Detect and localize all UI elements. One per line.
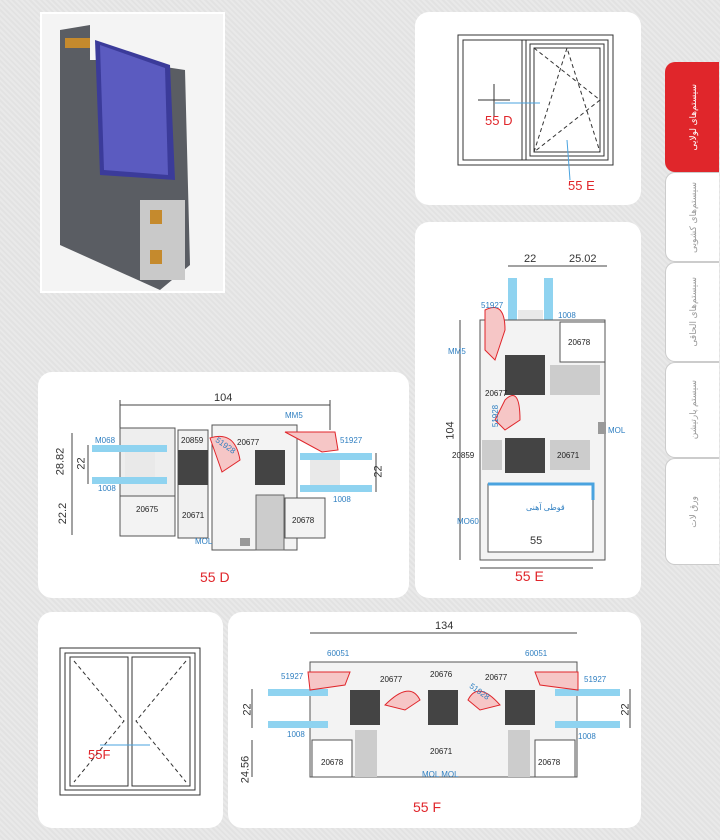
- dim-22-right: 22: [619, 703, 632, 716]
- part-20677: 20677: [485, 389, 508, 398]
- dim-depth: 55: [530, 535, 543, 547]
- tab-hinged-systems[interactable]: سیستم‌های لولایی: [665, 62, 719, 172]
- window-profile-photo: [40, 12, 225, 293]
- part-20671: 20671: [182, 511, 205, 520]
- part-20676: 20676: [430, 670, 453, 679]
- part-20677: 20677: [237, 438, 260, 447]
- part-20677: 20677: [485, 673, 508, 682]
- overview-label-55d: 55 D: [485, 113, 513, 128]
- part-mm5: MM5: [285, 411, 303, 420]
- part-1008: 1008: [287, 730, 305, 739]
- part-20671: 20671: [430, 747, 453, 756]
- part-mol: MOL: [195, 537, 213, 546]
- dim-28-82: 28.82: [54, 447, 67, 476]
- section-card-55d: [38, 372, 409, 598]
- dim-height: 104: [444, 421, 457, 440]
- part-20678: 20678: [321, 758, 344, 767]
- tab-partition-system[interactable]: سیستم پارتیشن: [665, 362, 719, 458]
- part-51928: 51928: [491, 404, 501, 428]
- dim-22-right: 22: [372, 465, 385, 478]
- overview-label-55f: 55F: [88, 747, 111, 762]
- dim-22-2: 22.2: [57, 502, 70, 525]
- part-20678: 20678: [568, 338, 591, 347]
- tab-label: سیستم‌های الحاقی: [687, 277, 698, 347]
- overview-card-de: [415, 12, 641, 205]
- part-60051: 60051: [525, 649, 548, 658]
- tab-label: سیستم‌های کشویی: [687, 181, 698, 253]
- part-20678: 20678: [292, 516, 315, 525]
- tab-sheet[interactable]: ورق لات: [665, 458, 719, 565]
- part-steel-box: قوطی آهنی: [526, 503, 565, 512]
- caption-55e: 55 E: [515, 568, 544, 584]
- part-20859: 20859: [181, 436, 204, 445]
- dim-width: 134: [435, 620, 454, 632]
- overview-card-f: [38, 612, 223, 828]
- overview-label-55e: 55 E: [568, 178, 595, 193]
- dim-width: 104: [214, 392, 233, 404]
- dim-24-56: 24.56: [239, 755, 252, 784]
- dim-22-left: 22: [241, 703, 254, 716]
- part-1008: 1008: [578, 732, 596, 741]
- part-20678: 20678: [538, 758, 561, 767]
- tab-label: سیستم پارتیشن: [687, 380, 698, 440]
- part-51927: 51927: [340, 436, 363, 445]
- part-1008: 1008: [98, 484, 116, 493]
- section-card-55e: [415, 222, 641, 598]
- part-1008: 1008: [333, 495, 351, 504]
- part-51927: 51927: [481, 301, 504, 310]
- section-card-55f: [228, 612, 641, 828]
- tab-label: ورق لات: [687, 495, 698, 528]
- tab-additional-systems[interactable]: سیستم‌های الحاقی: [665, 262, 719, 362]
- caption-55f: 55 F: [413, 799, 442, 815]
- dim-22: 22: [75, 457, 88, 470]
- part-60051: 60051: [327, 649, 350, 658]
- dim-offset: 25.02: [569, 253, 597, 265]
- part-1008: 1008: [558, 311, 576, 320]
- part-mol: MOL: [608, 426, 626, 435]
- tab-sliding-systems[interactable]: سیستم‌های کشویی: [665, 172, 719, 262]
- dim-glass: 22: [524, 253, 537, 265]
- part-mo60: MO60: [457, 517, 479, 526]
- part-20677: 20677: [380, 675, 403, 684]
- part-mm5: MM5: [448, 347, 466, 356]
- part-20859: 20859: [452, 451, 475, 460]
- part-51927: 51927: [584, 675, 607, 684]
- caption-55d: 55 D: [200, 569, 230, 585]
- part-20671: 20671: [557, 451, 580, 460]
- part-51927: 51927: [281, 672, 304, 681]
- part-m068: M068: [95, 436, 116, 445]
- part-20675: 20675: [136, 505, 159, 514]
- part-mol: MOL MOL: [422, 770, 459, 779]
- tab-label: سیستم‌های لولایی: [687, 83, 698, 151]
